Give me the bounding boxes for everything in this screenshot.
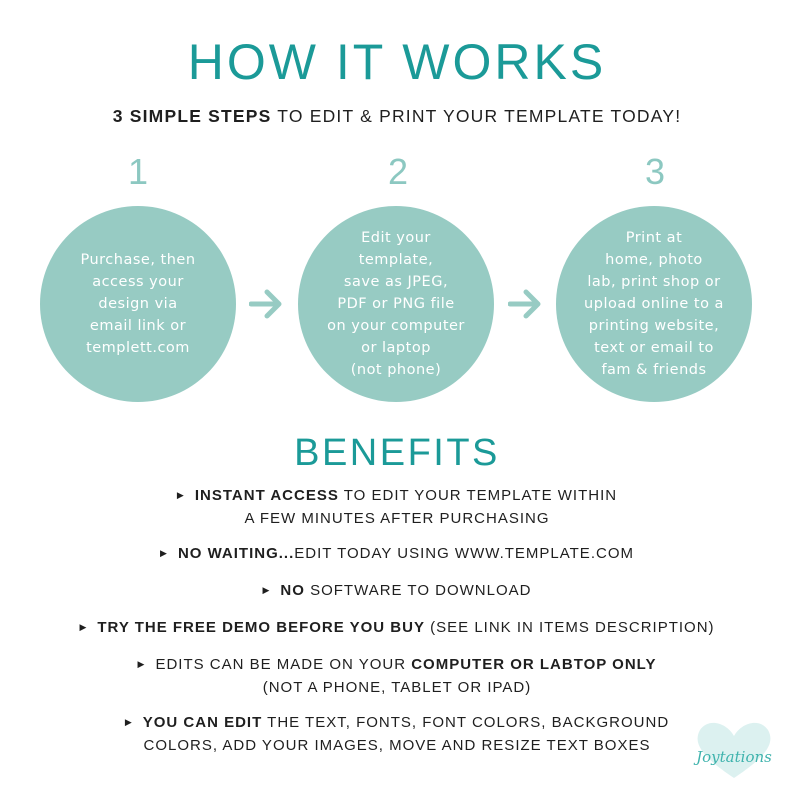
step-2-circle: Edit your template, save as JPEG, PDF or… (298, 206, 494, 402)
page-title: HOW IT WORKS (187, 34, 607, 90)
benefit-item: ▶ YOU CAN EDIT THE TEXT, FONTS, FONT COLO… (40, 712, 754, 757)
bullet-icon: ▶ (124, 717, 133, 727)
arrow-right-icon (249, 289, 282, 319)
logo-text: Joytations (693, 748, 772, 766)
brand-logo: Joytations (693, 722, 772, 778)
benefit-line2: A FEW MINUTES AFTER PURCHASING (244, 510, 550, 527)
subtitle-bold: 3 SIMPLE STEPS (112, 106, 272, 126)
bullet-icon: ▶ (176, 490, 185, 500)
benefit-bold: INSTANT ACCESS (194, 487, 339, 504)
benefit-item: ▶ NO SOFTWARE TO DOWNLOAD (40, 580, 754, 603)
benefit-bold: COMPUTER OR LABTOP ONLY (411, 656, 657, 673)
benefit-line2: (NOT A PHONE, TABLET OR IPAD) (262, 679, 532, 696)
benefit-item: ▶ TRY THE FREE DEMO BEFORE YOU BUY (SEE L… (40, 617, 754, 640)
benefit-bold: NO WAITING... (177, 545, 295, 562)
step-1-number: 1 (127, 151, 149, 192)
subtitle: 3 SIMPLE STEPS TO EDIT & PRINT YOUR TEMP… (0, 104, 794, 128)
step-3-number: 3 (644, 151, 666, 192)
bullet-icon: ▶ (79, 622, 88, 632)
benefit-text: TO EDIT YOUR TEMPLATE WITHIN (338, 487, 618, 504)
benefit-item: ▶ NO WAITING...EDIT TODAY USING WWW.TEMPL… (40, 543, 754, 566)
step-3-circle: Print at home, photo lab, print shop or … (556, 206, 752, 402)
benefit-text: EDIT TODAY USING WWW.TEMPLATE.COM (294, 545, 634, 562)
bullet-icon: ▶ (160, 548, 168, 558)
benefit-bold: TRY THE FREE DEMO BEFORE YOU BUY (97, 619, 425, 636)
benefit-text: THE TEXT, FONTS, FONT COLORS, BACKGROUND (262, 714, 670, 731)
benefit-line2: COLORS, ADD YOUR IMAGES, MOVE AND RESIZE… (143, 737, 651, 754)
benefits-title: BENEFITS (294, 432, 500, 474)
step-2-number: 2 (387, 151, 409, 192)
arrow-right-icon (508, 289, 541, 319)
subtitle-rest: TO EDIT & PRINT YOUR TEMPLATE TODAY! (271, 106, 682, 126)
benefit-item: ▶ EDITS CAN BE MADE ON YOUR COMPUTER OR L… (40, 654, 754, 699)
benefit-bold: NO (280, 582, 305, 599)
benefit-text: EDITS CAN BE MADE ON YOUR (155, 656, 412, 673)
bullet-icon: ▶ (262, 585, 271, 595)
step-1-circle: Purchase, then access your design via em… (40, 206, 236, 402)
bullet-icon: ▶ (137, 659, 146, 669)
benefit-bold: YOU CAN EDIT (142, 714, 263, 731)
benefit-text: (SEE LINK IN ITEMS DESCRIPTION) (424, 619, 715, 636)
benefit-text: SOFTWARE TO DOWNLOAD (304, 582, 532, 599)
benefit-item: ▶ INSTANT ACCESS TO EDIT YOUR TEMPLATE WI… (40, 485, 754, 530)
